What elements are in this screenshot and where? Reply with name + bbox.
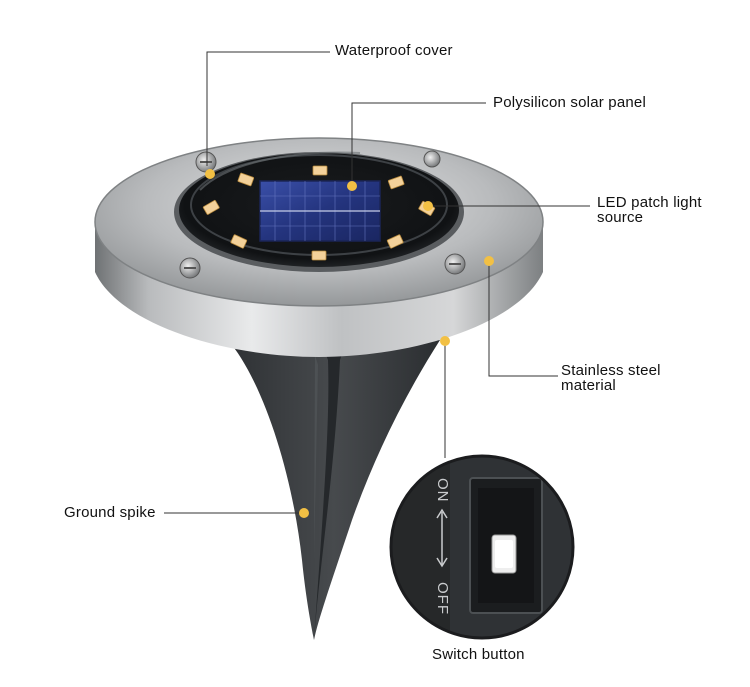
solar-panel-icon <box>259 180 381 242</box>
ground-spike <box>228 340 440 640</box>
screw-icon <box>179 150 466 279</box>
label-ground-spike: Ground spike <box>64 504 156 521</box>
label-steel-line2: material <box>561 377 616 394</box>
callout-dot-solar <box>347 181 357 191</box>
label-switch-button: Switch button <box>432 646 525 663</box>
label-led-source: LED patch light source <box>597 195 702 225</box>
label-waterproof-cover: Waterproof cover <box>335 42 453 59</box>
slide-switch-icon <box>491 534 517 574</box>
switch-off-mark: OFF <box>434 582 451 615</box>
callout-lines <box>164 51 590 514</box>
switch-arrow-icon <box>436 508 448 568</box>
callout-line-solar <box>351 102 486 183</box>
callout-line-steel <box>488 261 558 377</box>
label-steel-line1: Stainless steel <box>561 362 661 379</box>
label-led-line1: LED patch light <box>597 194 702 211</box>
callout-dot-cover <box>205 169 215 179</box>
label-led-line2: source <box>597 209 644 226</box>
label-solar-panel: Polysilicon solar panel <box>493 94 647 111</box>
switch-on-mark: ON <box>434 478 451 503</box>
label-stainless-steel: Stainless steel material <box>561 363 661 393</box>
switch-detail <box>389 454 575 640</box>
callout-dot-switch <box>440 336 450 346</box>
callout-dot-steel <box>484 256 494 266</box>
callout-line-cover <box>206 51 330 166</box>
callout-dot-led <box>423 201 433 211</box>
callout-dots <box>205 169 494 518</box>
callout-dot-spike <box>299 508 309 518</box>
